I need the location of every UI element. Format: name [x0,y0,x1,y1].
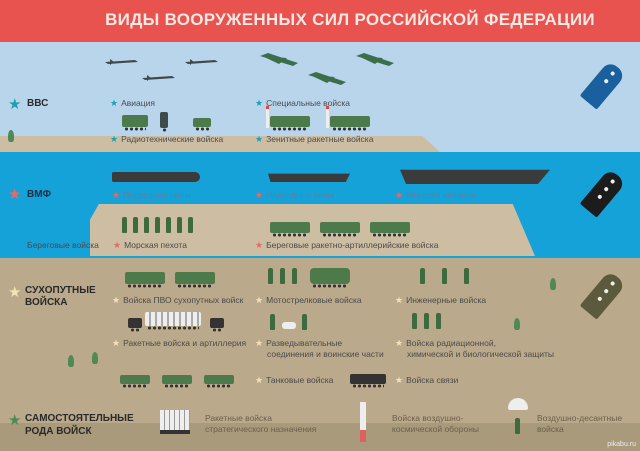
paratrooper-icon [515,418,520,434]
item-submarine-forces: ★Подводные силы [112,190,191,200]
item-coastal-missile-artillery: ★Береговые ракетно-артиллерийские войска [255,240,439,250]
sv-title-line2: ВОЙСКА [25,297,68,308]
soldier-icon [188,217,193,233]
coast-strip [90,204,535,256]
tank-icon [120,375,150,388]
space-rocket-icon [360,402,366,442]
soldier-icon [177,217,182,233]
vvs-star-icon: ★ [8,96,22,113]
missile-icon [326,106,329,128]
sam-launcher-icon [270,116,310,131]
soldier-icon [268,268,273,284]
coastal-launcher-icon [370,222,410,237]
air-defense-vehicle-icon [175,272,215,288]
item-marines: ★Морская пехота [113,240,187,250]
soldier-icon [436,313,441,329]
soldier-icon [166,217,171,233]
item-engineer: ★Инженерные войска [395,295,487,305]
coastal-launcher-icon [320,222,360,237]
radar-tower-icon [160,112,168,132]
tank-icon [204,375,234,388]
submarine-icon [112,172,200,182]
vvs-title: ВВС [27,98,49,109]
soldier-icon [412,313,417,329]
tank-icon [162,375,192,388]
independent-section [0,423,640,451]
srv-title-line2: РОДА ВОЙСК [25,426,92,437]
signal-vehicle-icon [350,374,386,388]
soldier-icon [464,268,469,284]
item-special-forces: ★Специальные войска [255,98,350,108]
tree-icon [550,278,556,290]
item-radio-technical: ★Радиотехнические войска [110,134,224,144]
item-signal-troops: ★Войска связи [395,375,459,385]
tree-icon [514,318,520,330]
tree-icon [8,130,14,142]
soldier-icon [270,314,275,330]
tree-icon [92,352,98,364]
soldier-icon [292,268,297,284]
soldier-icon [420,268,425,284]
item-motor-rifle: ★Мотострелковые войска [255,295,362,305]
item-naval-aviation: ★Морская авиация [395,190,476,200]
srv-star-icon: ★ [8,412,22,429]
item-surface-forces: ★Надводные силы [255,190,334,200]
item-ground-air-defense: ★Войска ПВО сухопутных войск [112,295,244,305]
sam-launcher-icon [330,116,370,131]
aircraft-icon [105,53,394,85]
satellite-dish-icon [193,118,211,131]
vmf-title: ВМФ [27,189,52,200]
item-tank-troops: ★Танковые войска [255,375,334,385]
page-title: ВИДЫ ВООРУЖЕННЫХ СИЛ РОССИЙСКОЙ ФЕДЕРАЦИ… [105,10,595,29]
watermark: pikabu.ru [607,441,636,448]
item-sam-troops: ★Зенитные ракетные войска [255,134,374,144]
soldier-icon [122,217,127,233]
missile-icon [266,106,269,128]
artillery-icon [128,318,142,332]
sky-section [0,42,640,152]
mlrs-icon [145,312,201,330]
soldier-icon [424,313,429,329]
soldier-icon [144,217,149,233]
soldier-icon [155,217,160,233]
item-missile-artillery: ★Ракетные войска и артиллерия [112,338,247,348]
surface-ship-icon [268,173,350,182]
parachute-icon [508,398,528,410]
soldier-icon [302,314,307,330]
item-nbc-protection: ★Войска радиационной,химической и биолог… [395,338,554,359]
soldier-icon [442,268,447,284]
aircraft-carrier-icon [400,169,550,184]
air-ground-strip [0,136,440,152]
sv-title-line1: СУХОПУТНЫЕ [25,285,96,296]
bmp-icon [310,268,350,288]
artillery-icon [210,318,224,332]
header-banner [0,0,640,42]
air-defense-vehicle-icon [125,272,165,288]
vmf-star-icon: ★ [8,186,22,203]
tree-icon [68,355,74,367]
item-aerospace-defense: Войска воздушно-космической обороны [392,413,480,434]
dog-icon [282,322,296,329]
sv-star-icon: ★ [8,284,22,301]
item-coastal-troops: Береговые войска [27,240,99,250]
strategic-missile-icon [160,410,190,434]
coastal-launcher-icon [270,222,310,237]
soldier-icon [133,217,138,233]
radar-vehicle-icon [122,115,148,131]
srv-title-line1: САМОСТОЯТЕЛЬНЫЕ [25,413,134,424]
item-aviation: ★Авиация [110,98,155,108]
soldier-icon [280,268,285,284]
